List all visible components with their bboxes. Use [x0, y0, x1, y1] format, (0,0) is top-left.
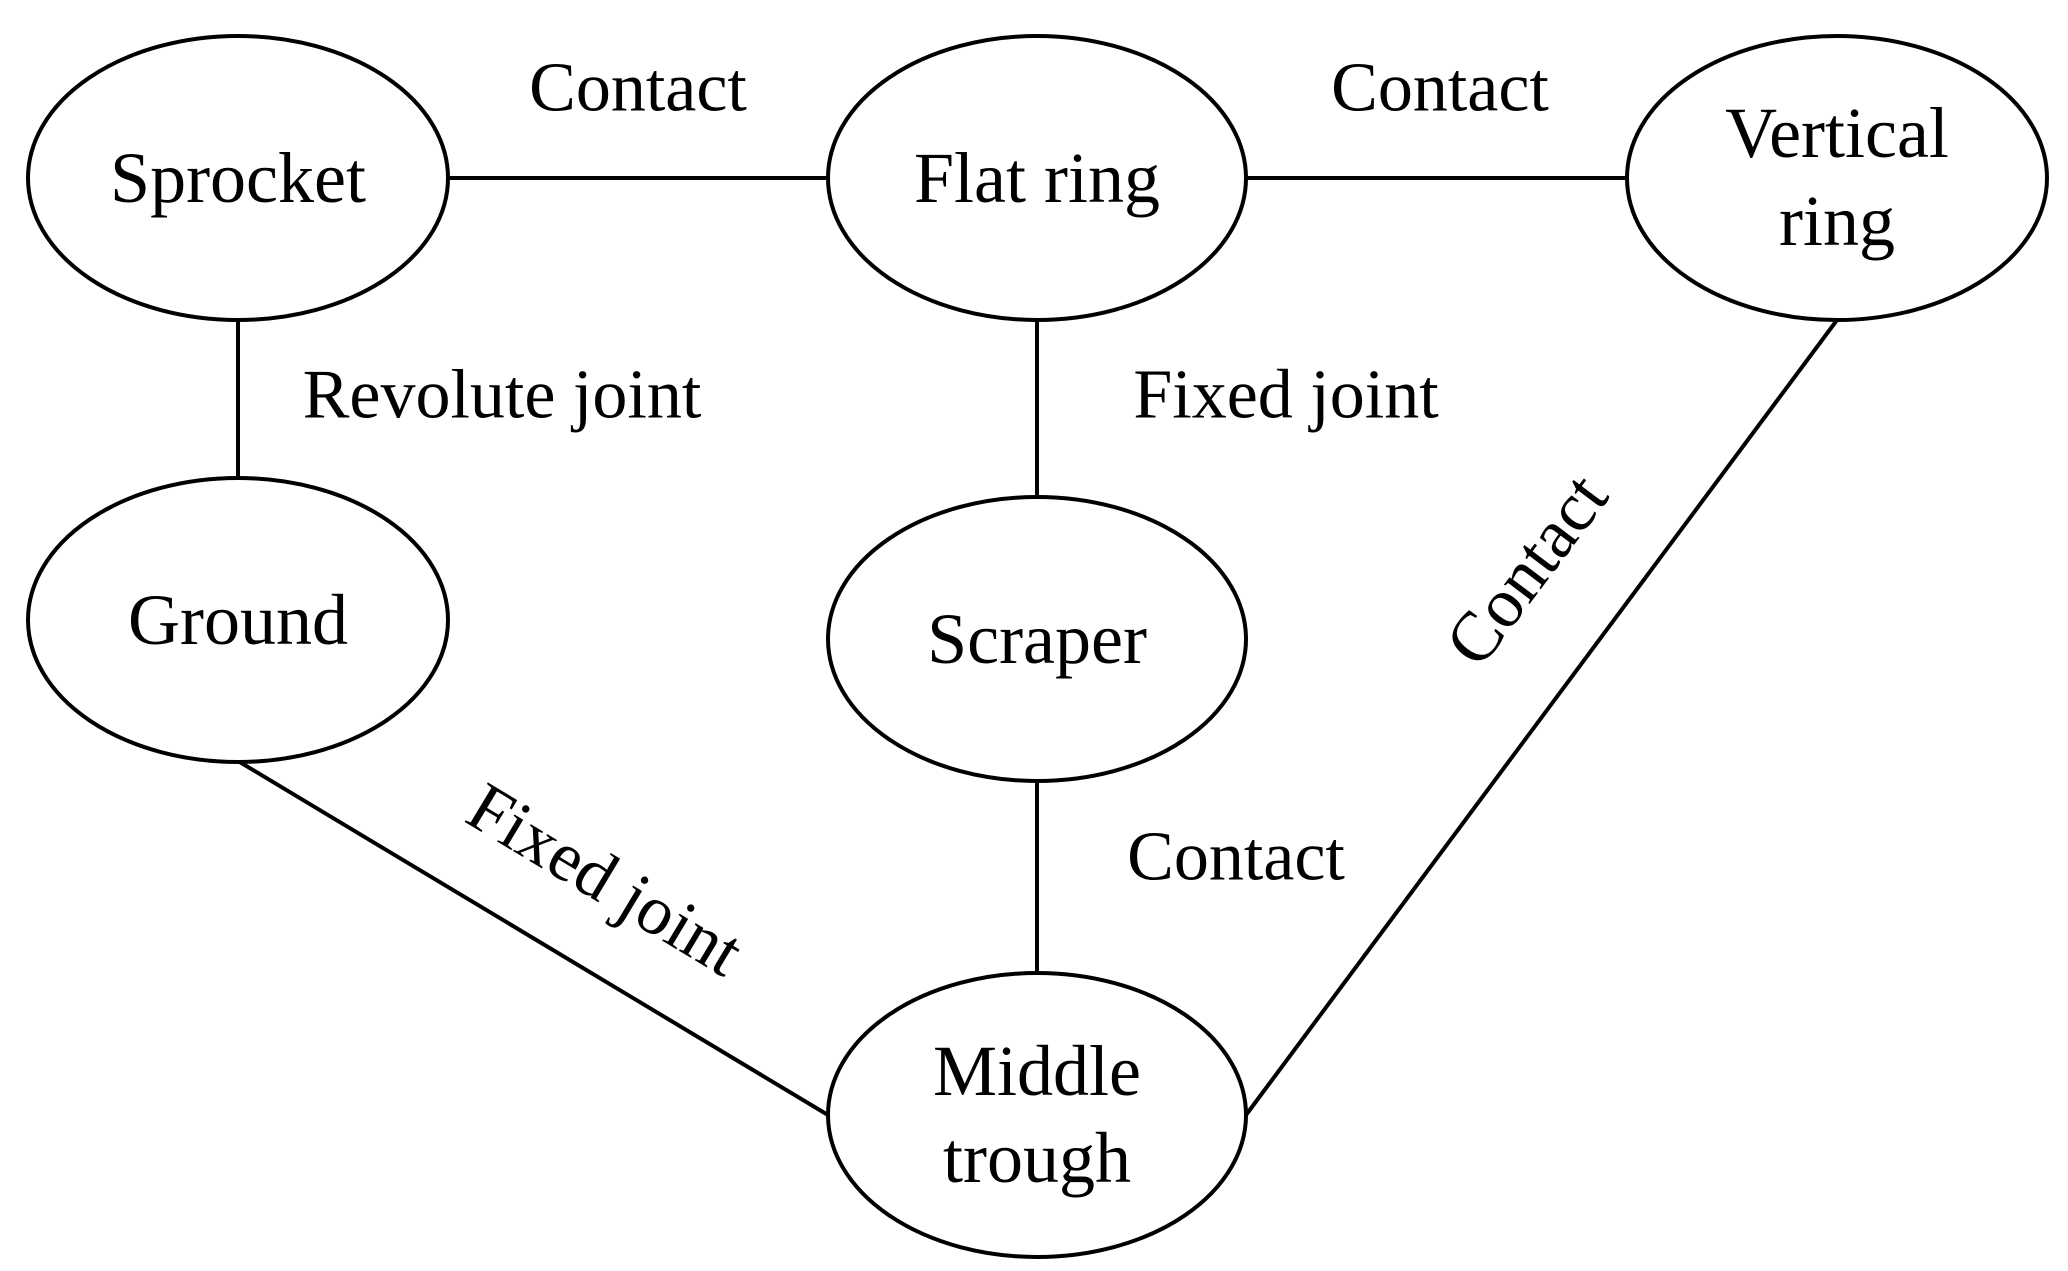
node-scraper — [826, 495, 1248, 783]
edge-label-sprocket-flat-ring: Contact — [529, 50, 747, 127]
node-label-middle-trough-line1: Middle — [933, 1031, 1141, 1111]
edge-label-ground-middle-trough: Fixed joint — [454, 768, 756, 992]
node-middle-trough — [826, 971, 1248, 1259]
edge-label-flat-ring-scraper: Fixed joint — [1133, 357, 1439, 434]
edge-label-scraper-middle-trough: Contact — [1127, 819, 1345, 896]
node-label-scraper: Scraper — [927, 599, 1147, 679]
node-label-middle-trough-line2: trough — [943, 1118, 1131, 1198]
node-vertical-ring — [1625, 34, 2049, 322]
node-sprocket — [26, 34, 450, 322]
edge-label-flat-ring-vertical-ring: Contact — [1331, 50, 1549, 127]
node-label-sprocket: Sprocket — [110, 138, 366, 218]
edge-vertical-ring-middle-trough — [1244, 318, 1839, 1117]
node-label-vertical-ring-line2: ring — [1779, 181, 1895, 261]
node-label-vertical-ring-line1: Vertical — [1725, 93, 1949, 173]
node-flat-ring — [826, 34, 1248, 322]
node-label-flat-ring: Flat ring — [914, 138, 1160, 218]
edge-label-sprocket-ground: Revolute joint — [303, 357, 702, 434]
node-ground — [26, 476, 450, 764]
edge-ground-middle-trough — [236, 759, 830, 1117]
node-label-ground: Ground — [128, 580, 348, 660]
